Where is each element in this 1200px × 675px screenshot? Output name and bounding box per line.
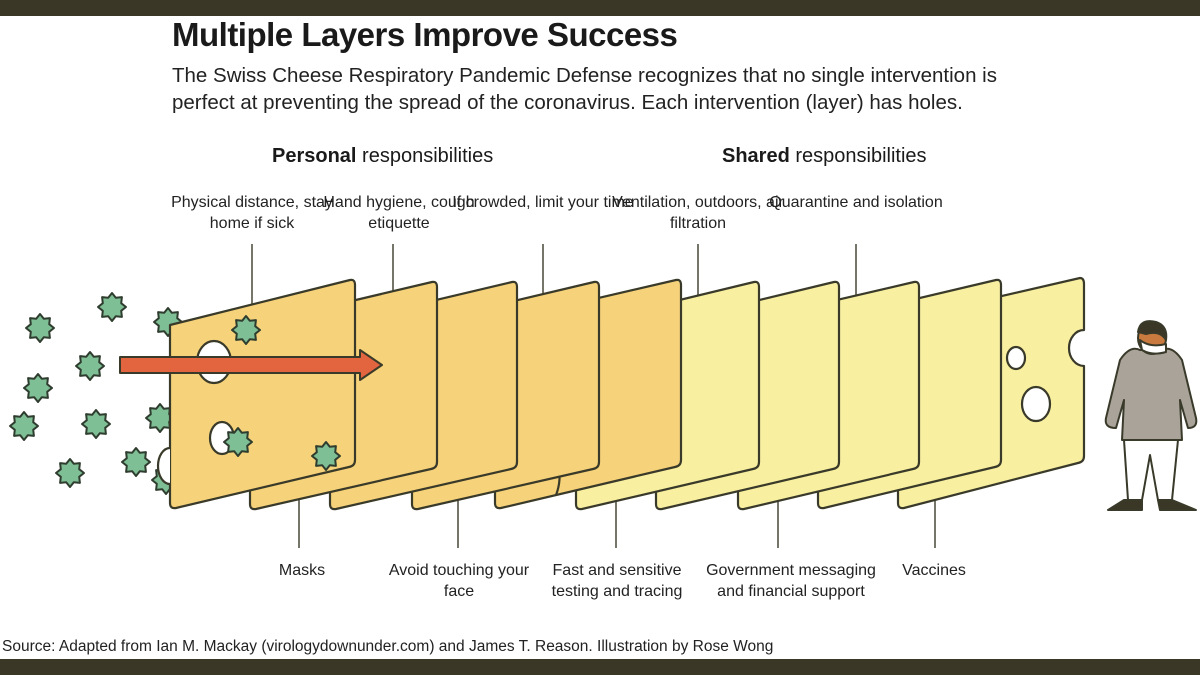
label-ventilation: Ventilation, outdoors, air filtration — [612, 194, 784, 232]
shared-heading-bold: Shared — [722, 145, 790, 167]
personal-heading-rest: responsibilities — [356, 145, 494, 167]
label-avoid-touching: Avoid touching your face — [388, 562, 530, 600]
virus-icon — [97, 292, 127, 322]
bottom-frame-bar — [0, 659, 1200, 675]
top-frame-bar — [0, 0, 1200, 16]
label-government-messaging: Government messaging and financial suppo… — [706, 562, 876, 600]
virus-icon — [230, 314, 262, 346]
virus-icon — [121, 447, 151, 477]
virus-icon — [55, 458, 85, 488]
virus-icon — [222, 426, 254, 458]
label-masks: Masks — [278, 562, 326, 579]
label-quarantine: Quarantine and isolation — [769, 194, 943, 211]
source-credit: Source: Adapted from Ian M. Mackay (viro… — [2, 638, 774, 655]
arrow-icon — [119, 349, 383, 381]
shared-heading-rest: responsibilities — [789, 145, 927, 167]
virus-cluster — [9, 292, 183, 495]
virus-icon — [81, 409, 111, 439]
shared-section-heading: Shared responsibilities — [722, 145, 927, 168]
label-hand-hygiene: Hand hygiene, cough etiquette — [323, 194, 475, 232]
virus-icon — [75, 351, 105, 381]
person-figure-icon — [1104, 320, 1198, 511]
personal-section-heading: Personal responsibilities — [272, 145, 493, 168]
label-vaccines: Vaccines — [902, 562, 966, 579]
label-physical-distance: Physical distance, stay home if sick — [171, 194, 333, 232]
virus-icon — [9, 411, 39, 441]
virus-icon — [310, 440, 342, 472]
page-title: Multiple Layers Improve Success — [172, 16, 678, 53]
label-if-crowded: If crowded, limit your time — [452, 194, 634, 211]
page-subtitle: The Swiss Cheese Respiratory Pandemic De… — [172, 64, 997, 114]
virus-icon — [25, 313, 55, 343]
virus-icon — [23, 373, 53, 403]
personal-heading-bold: Personal — [272, 145, 357, 167]
cheese-slice-icon — [156, 278, 357, 510]
label-testing-tracing: Fast and sensitive testing and tracing — [551, 562, 683, 600]
